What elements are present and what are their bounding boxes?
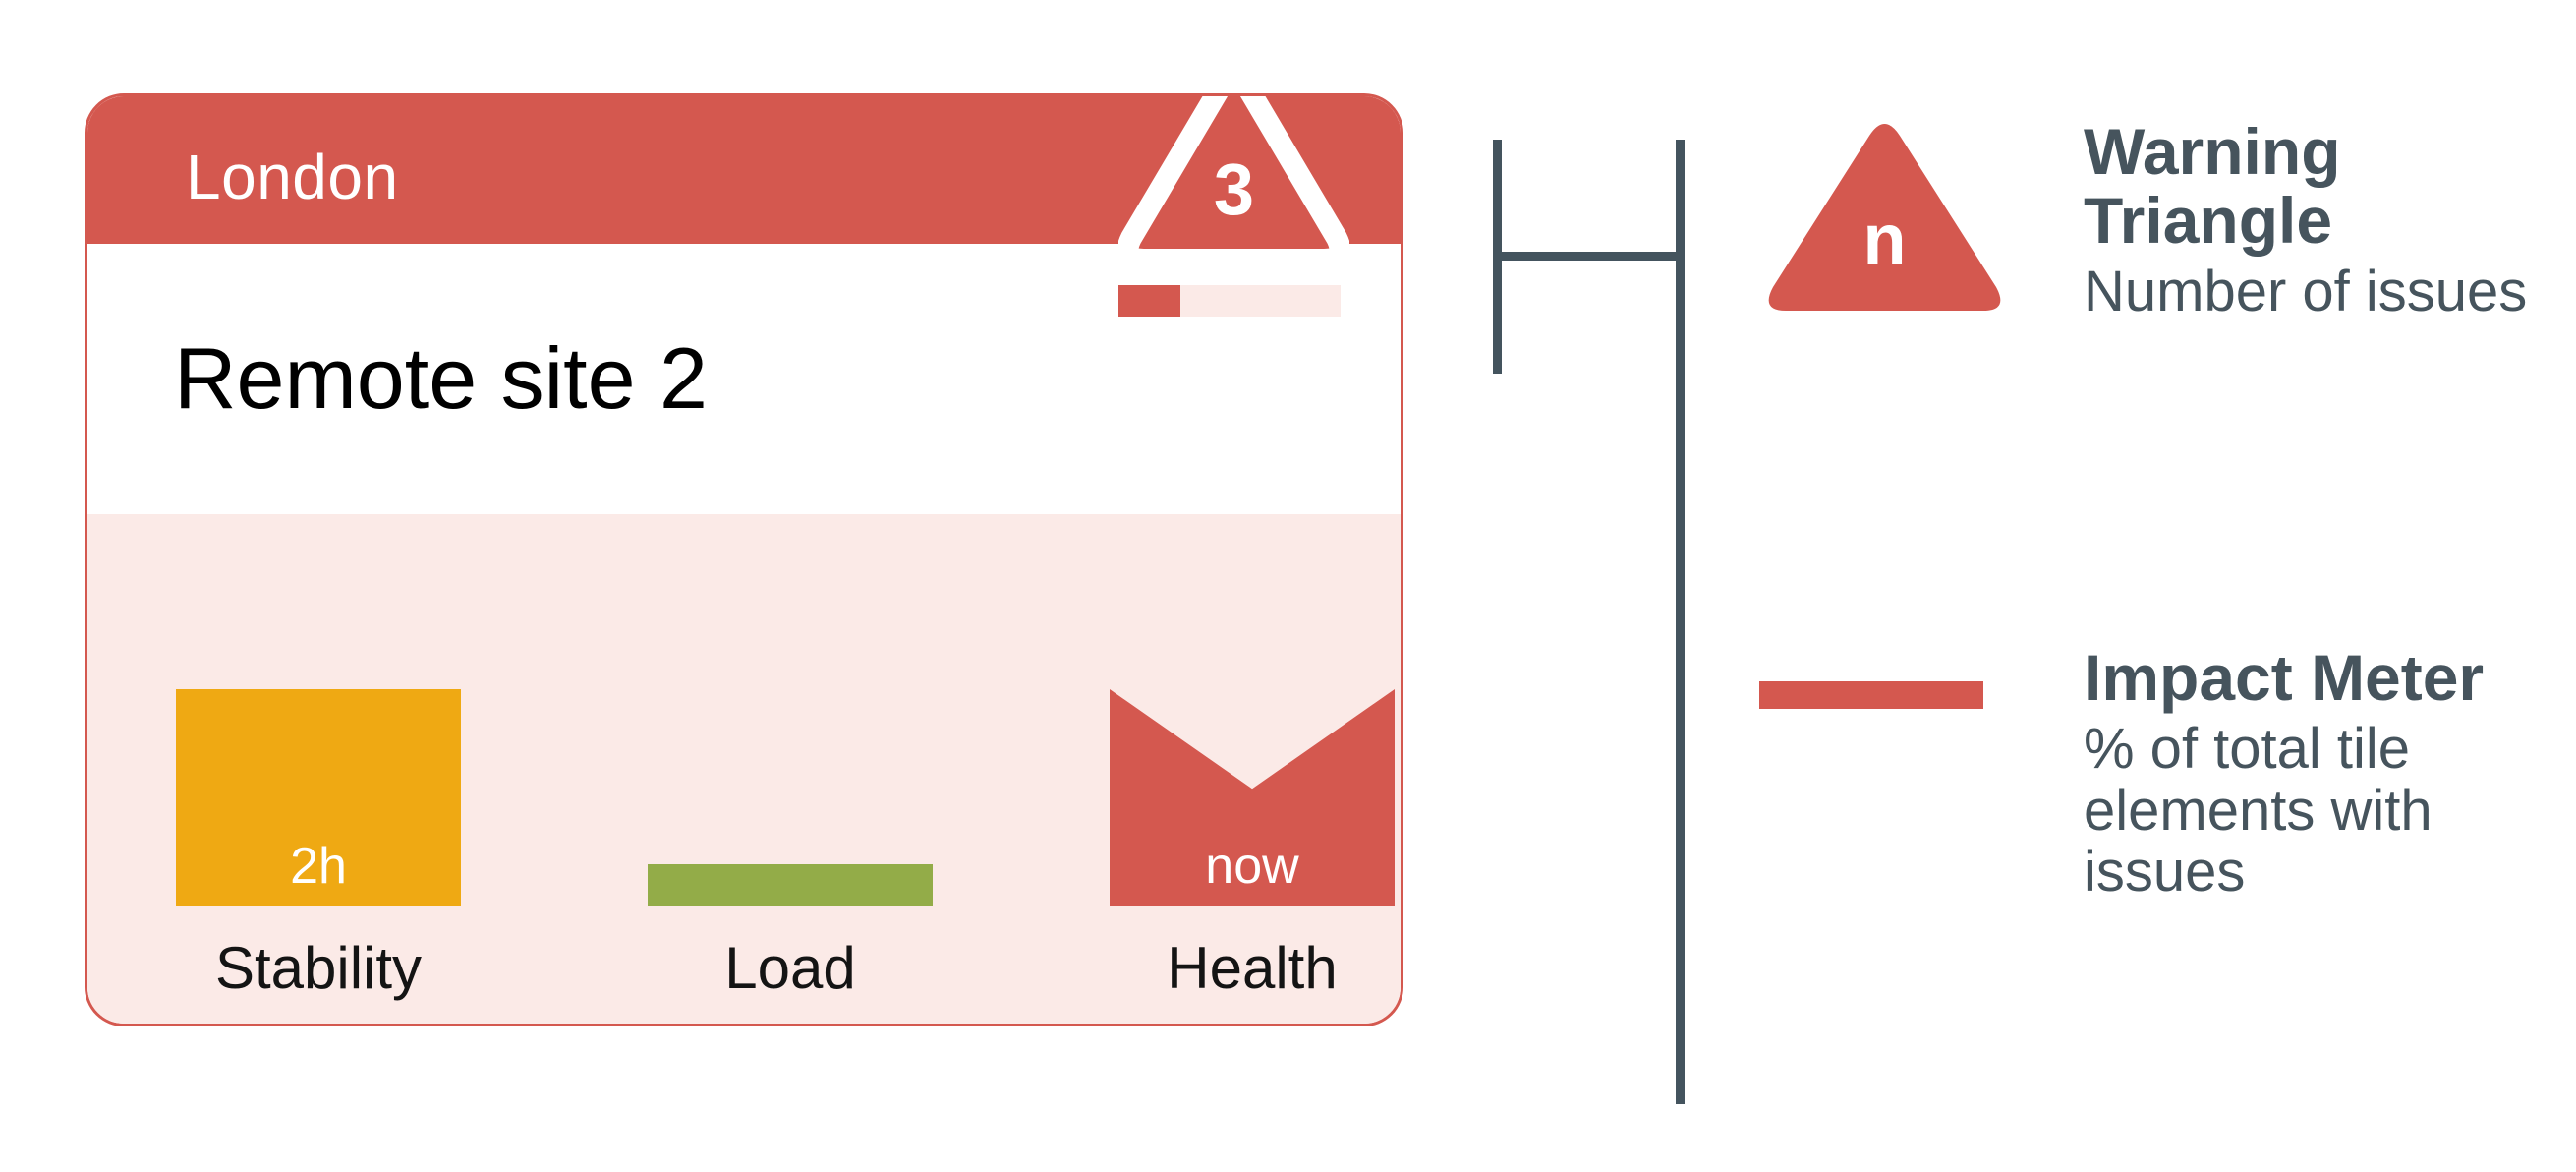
- metric-stability-bar-wrap: 2h: [176, 689, 461, 906]
- tile-footer: 2h Stability Load: [87, 514, 1401, 1024]
- metric-stability-label: Stability: [214, 935, 423, 1001]
- tile-metrics: 2h Stability Load: [87, 514, 1401, 1024]
- impact-meter[interactable]: [1118, 285, 1341, 317]
- legend-impact-title: Impact Meter: [2084, 641, 2485, 714]
- metric-health-bar-wrap: now: [1110, 689, 1395, 906]
- metric-stability[interactable]: 2h Stability: [176, 514, 461, 1024]
- bracket-vertical-stem: [1676, 252, 1685, 1104]
- metric-stability-bar: 2h: [176, 689, 461, 906]
- legend-warning-description: Number of issues: [2084, 259, 2528, 323]
- impact-meter-bar-icon: [1759, 681, 1983, 709]
- warning-triangle-icon: n: [1759, 118, 2010, 329]
- bracket-upper-crossbar: [1493, 252, 1685, 261]
- bracket-upper-right-tick: [1676, 140, 1685, 265]
- legend-warning-text: Warning Triangle Number of issues: [2084, 115, 2546, 323]
- metric-health-value: now: [1205, 838, 1299, 895]
- metric-stability-value: 2h: [290, 838, 347, 895]
- tile-title: Remote site 2: [174, 329, 708, 427]
- legend-impact-swatch: [1759, 644, 1983, 709]
- legend-warning-placeholder-letter: n: [1862, 201, 1907, 279]
- metric-load[interactable]: Load: [648, 514, 933, 1024]
- metric-health[interactable]: now Health: [1110, 514, 1395, 1024]
- status-tile-card[interactable]: London Remote site 2 2h Stability: [85, 93, 1403, 1026]
- legend-impact-text: Impact Meter % of total tile elements wi…: [2084, 641, 2546, 905]
- metric-load-label: Load: [724, 935, 856, 1001]
- impact-meter-fill: [1118, 285, 1181, 317]
- legend: n Warning Triangle Number of issues Impa…: [1759, 0, 2565, 1172]
- tile-header-label: London: [186, 142, 399, 212]
- legend-warning-title: Warning Triangle: [2084, 115, 2341, 257]
- metric-load-bar: [648, 864, 933, 906]
- warning-triangle-icon[interactable]: 3: [1118, 96, 1349, 278]
- metric-health-bar: now: [1110, 689, 1395, 906]
- metric-load-bar-wrap: [648, 864, 933, 906]
- legend-warning-swatch: n: [1759, 118, 2010, 329]
- metric-health-label: Health: [1167, 935, 1338, 1001]
- legend-impact-description: % of total tile elements with issues: [2084, 716, 2433, 905]
- warning-triangle-count: 3: [1213, 148, 1255, 230]
